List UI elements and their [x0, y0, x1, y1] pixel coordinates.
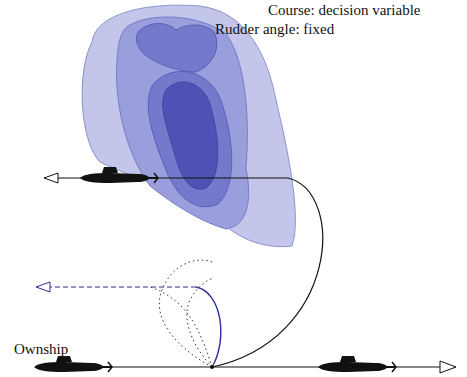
dotted-arc [150, 287, 212, 367]
ownship-label: Ownship [14, 341, 68, 358]
annotation-text: Rudder angle: fixed [215, 21, 334, 38]
open-arrowhead-blue [36, 282, 50, 292]
target-track [58, 178, 323, 367]
blue-turn [196, 287, 221, 367]
dotted-arc [159, 260, 212, 367]
annotation-text: Course: decision variable [268, 2, 420, 19]
dotted-arc [187, 278, 214, 367]
open-arrowhead [440, 361, 456, 373]
blue-dashed-course [50, 286, 196, 287]
contour-second [117, 17, 249, 229]
turn-point [210, 365, 214, 369]
target-submarine [80, 167, 158, 183]
contour-inner [163, 82, 218, 189]
ownship-submarine [34, 356, 112, 372]
contour-third-top [136, 24, 216, 73]
contour-outer [82, 5, 295, 247]
ownship-submarine [318, 356, 396, 372]
open-arrowhead [44, 173, 58, 183]
contour-third [148, 71, 231, 206]
